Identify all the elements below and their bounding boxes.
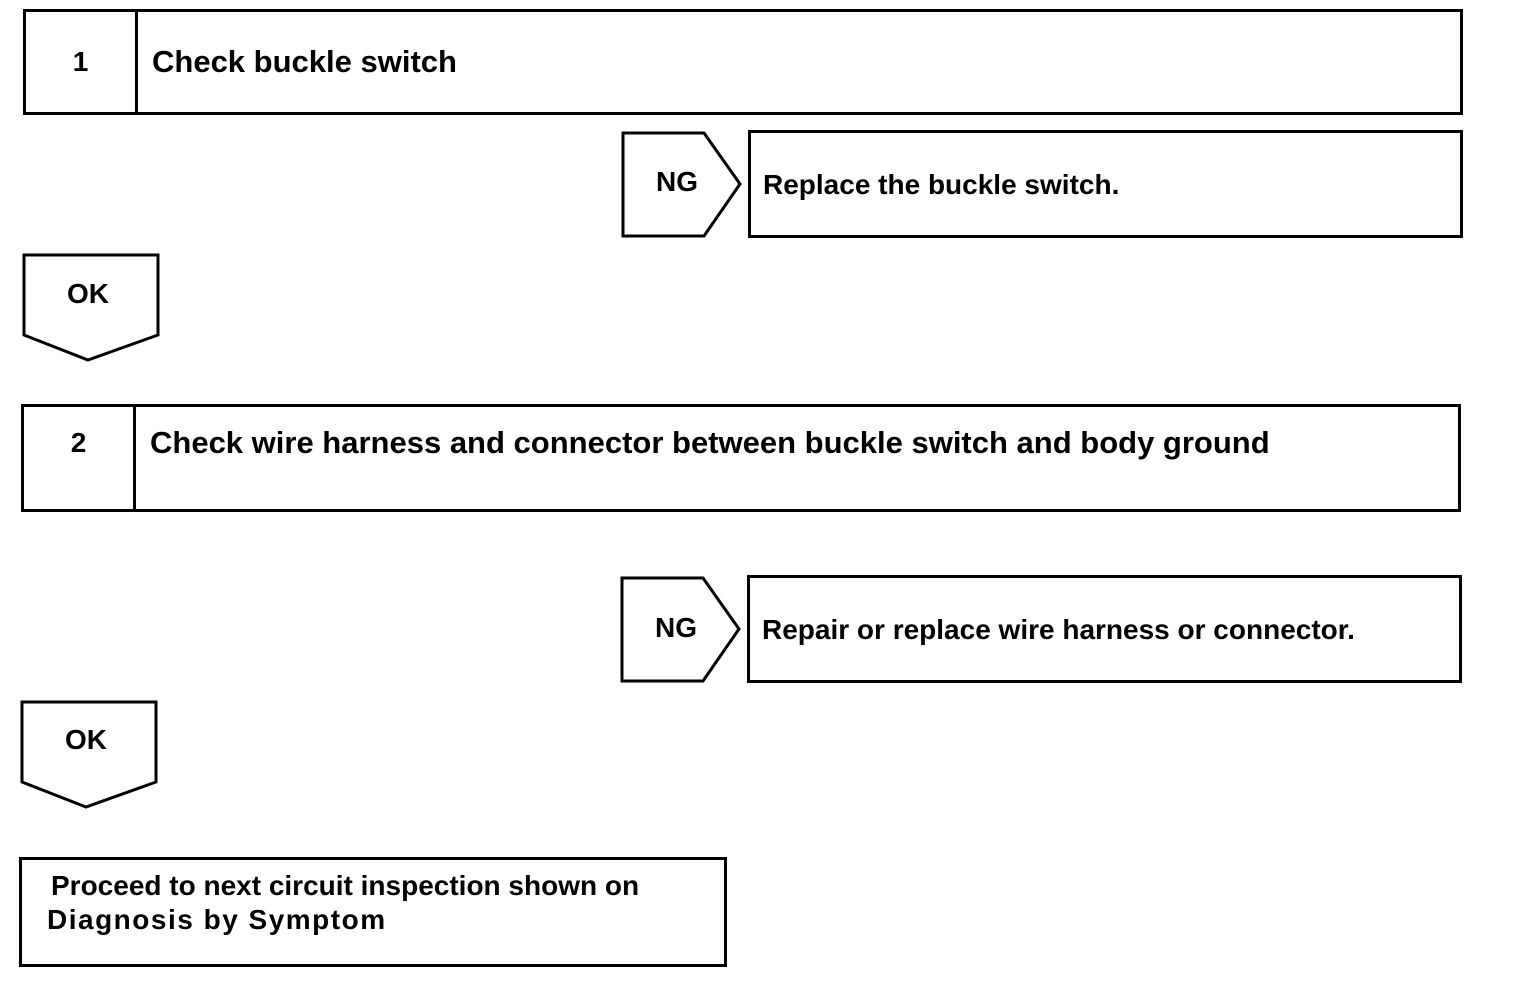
step-2-box: 2 Check wire harness and connector betwe… <box>21 404 1461 512</box>
ng-1-action-box: Replace the buckle switch. <box>748 130 1463 238</box>
ok-2-label: OK <box>65 724 107 755</box>
step-1-box: 1 Check buckle switch <box>23 9 1463 115</box>
final-step-line-1: Proceed to next circuit inspection shown… <box>51 870 640 901</box>
step-1-number: 1 <box>26 12 138 112</box>
ng-2-arrow-shape <box>620 576 741 683</box>
step-1-title: Check buckle switch <box>152 44 457 79</box>
ng-2-action-text: Repair or replace wire harness or connec… <box>762 614 1355 645</box>
step-2-number: 2 <box>24 407 136 509</box>
ok-1-arrow-shape <box>22 253 160 362</box>
ok-2-arrow-shape <box>20 700 158 809</box>
ng-1-action-text: Replace the buckle switch. <box>763 169 1120 200</box>
step-2-title: Check wire harness and connector between… <box>150 425 1270 460</box>
ng-1-label: NG <box>656 166 698 197</box>
ng-2-label: NG <box>655 612 697 643</box>
ok-1-label: OK <box>67 278 109 309</box>
ng-1-arrow-shape <box>621 131 742 238</box>
ng-2-action-box: Repair or replace wire harness or connec… <box>747 575 1462 683</box>
final-step-box: Proceed to next circuit inspection shown… <box>19 857 727 967</box>
final-step-line-2: Diagnosis by Symptom <box>47 904 387 935</box>
